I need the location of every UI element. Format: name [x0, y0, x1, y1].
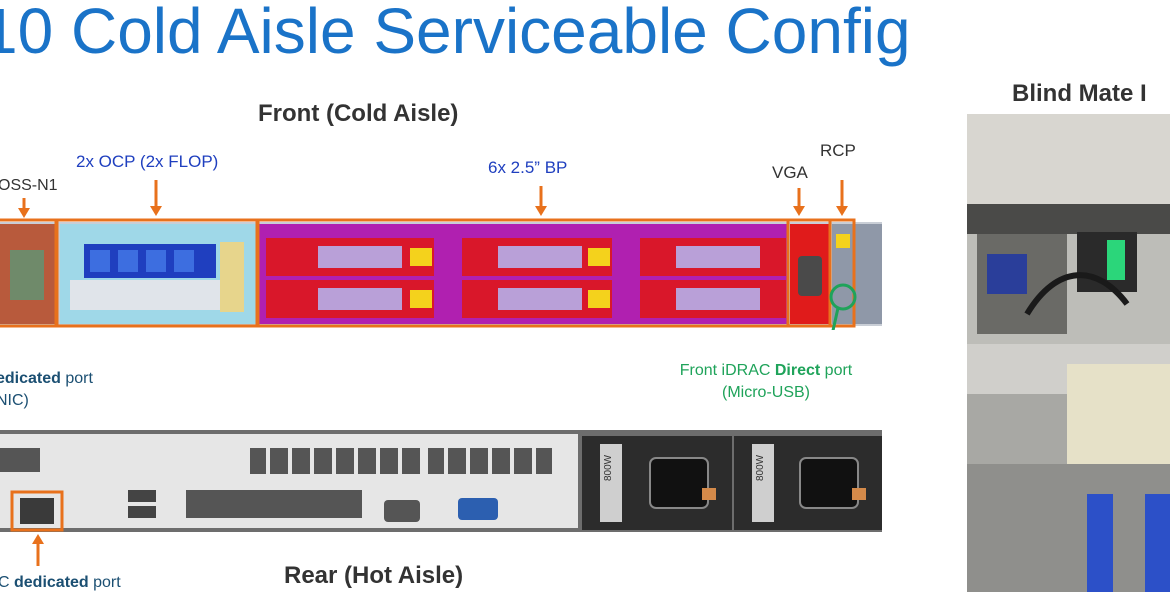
- rear-callout-arrow: [32, 534, 44, 566]
- ocp-label: 2x OCP (2x FLOP): [76, 152, 219, 171]
- rear-chassis-diagram: 800W 800W: [0, 430, 882, 532]
- rear-dedicated-port-label: C dedicated port: [0, 574, 121, 591]
- slide-title: 10 Cold Aisle Serviceable Config: [0, 0, 911, 67]
- boss-label: OSS-N1: [0, 177, 58, 194]
- photo-heading: Blind Mate I: [1012, 80, 1147, 107]
- psu1-label: 800W: [603, 454, 614, 481]
- front-dedicated-port-label: edicated port NIC): [0, 370, 93, 409]
- front-chassis-diagram: [0, 180, 882, 330]
- front-callout-arrows: [18, 180, 848, 218]
- psu2-label: 800W: [755, 454, 766, 481]
- rear-heading: Rear (Hot Aisle): [284, 562, 464, 589]
- rear-dedicated-port-box: [10, 490, 64, 532]
- idrac-direct-label: Front iDRAC Direct port (Micro-USB): [679, 362, 853, 401]
- rcp-label: RCP: [820, 141, 856, 160]
- drive-bays: [266, 238, 786, 318]
- front-heading: Front (Cold Aisle): [258, 100, 459, 127]
- vga-label: VGA: [772, 163, 808, 182]
- power-supplies: [582, 436, 882, 530]
- micro-usb-highlight: [829, 283, 857, 311]
- blind-mate-photo: [967, 114, 1170, 592]
- front-callout-boxes: [0, 218, 856, 328]
- backplane-label: 6x 2.5” BP: [488, 158, 568, 177]
- rear-vga-port: [458, 498, 498, 520]
